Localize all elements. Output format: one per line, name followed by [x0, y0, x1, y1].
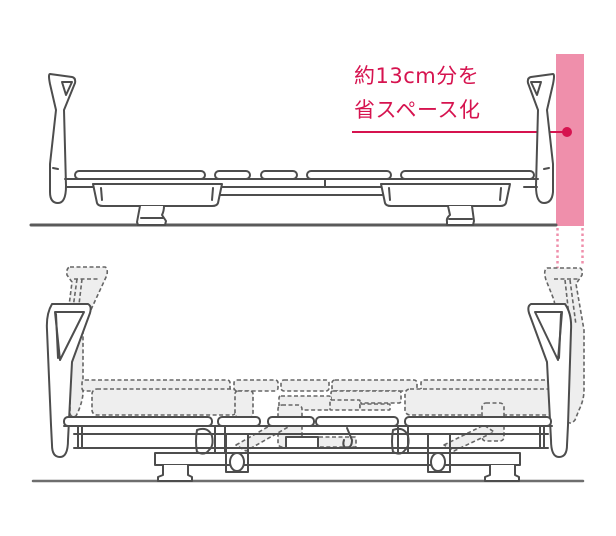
- callout-leader: [352, 127, 572, 137]
- callout-text-line1: 約13cm分を: [354, 64, 480, 88]
- lower-bed-solid: [31, 303, 585, 483]
- upper-bed: [29, 73, 558, 227]
- callout-text-line2: 省スペース化: [354, 98, 481, 122]
- space-saving-highlight: [556, 54, 584, 300]
